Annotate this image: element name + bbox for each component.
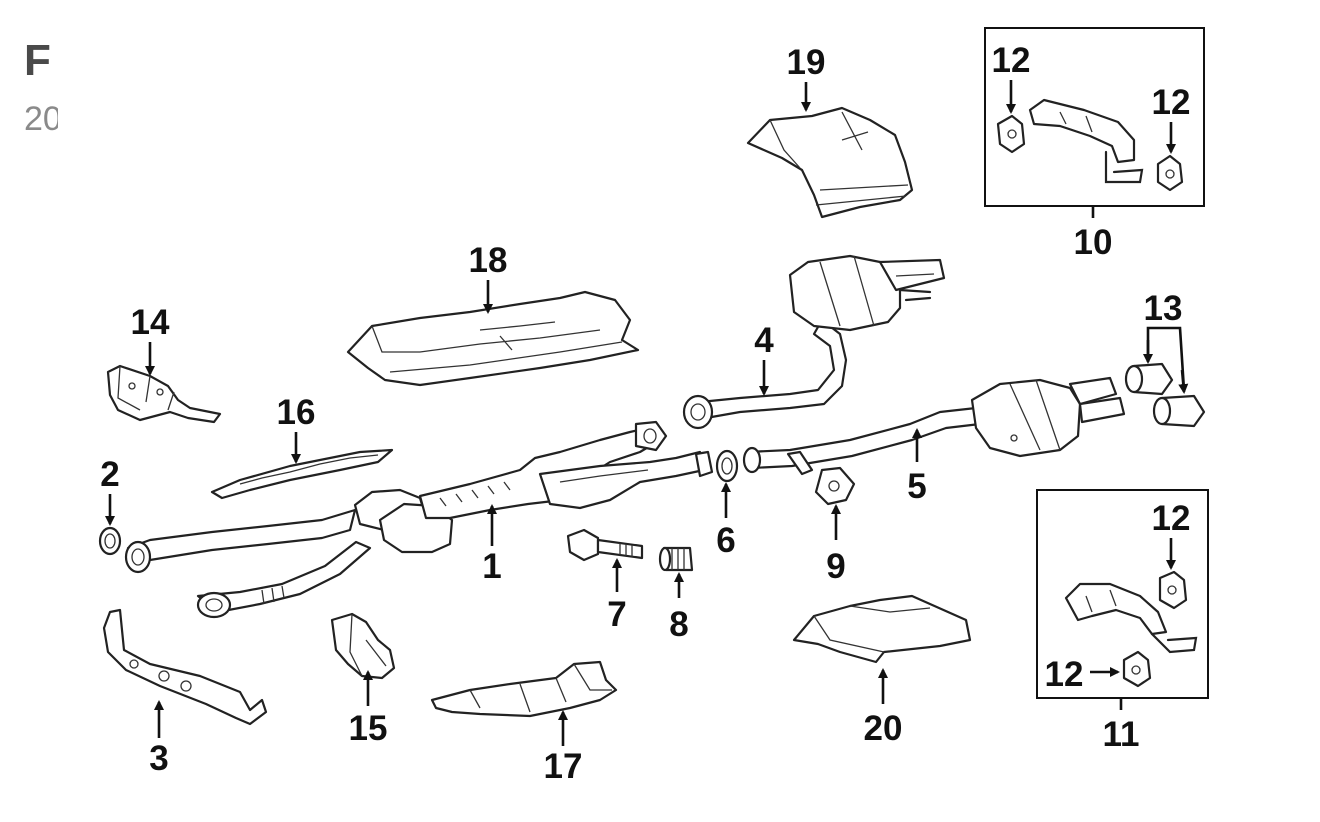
callout-3: 3 [149, 739, 168, 778]
part-2-gasket [98, 526, 122, 556]
callout-5: 5 [907, 467, 926, 506]
callout-7: 7 [607, 595, 626, 634]
page-subtitle: 20 [24, 100, 58, 138]
callout-labels: 19 18 14 16 2 1 3 15 17 4 6 5 7 8 9 20 1… [100, 41, 1190, 786]
part-12-insulator-c [1158, 570, 1188, 610]
page-title: F [24, 36, 51, 85]
callout-12a: 12 [992, 41, 1031, 80]
page-title-clipped: F 20 [24, 32, 58, 162]
callout-8: 8 [669, 605, 688, 644]
callout-1: 1 [482, 547, 501, 586]
part-11-bracket [1064, 582, 1198, 654]
part-5-tail-pipe-lower [742, 376, 1126, 476]
part-8-spring [658, 546, 694, 572]
callout-6: 6 [716, 521, 735, 560]
callout-17: 17 [544, 747, 583, 786]
callout-2: 2 [100, 455, 119, 494]
part-19-heat-shield [746, 106, 914, 219]
callout-12b: 12 [1152, 83, 1191, 122]
callout-11: 11 [1103, 715, 1140, 754]
part-12-insulator-d [1122, 650, 1152, 688]
callout-15: 15 [349, 709, 388, 748]
callout-13: 13 [1144, 289, 1183, 328]
callout-14: 14 [131, 303, 170, 342]
callout-19: 19 [787, 43, 826, 82]
part-4-tail-pipe-upper [682, 254, 946, 430]
part-20-heat-shield [792, 594, 972, 664]
part-1-front-exhaust-pipe [124, 420, 714, 619]
part-10-bracket [1028, 98, 1144, 184]
callout-9: 9 [826, 547, 845, 586]
assembly-box-10 [984, 27, 1205, 207]
callout-4: 4 [754, 321, 774, 360]
part-14-heat-insulator [106, 364, 222, 424]
callout-10: 10 [1074, 223, 1113, 262]
callout-20: 20 [864, 709, 903, 748]
part-17-heat-shield [430, 660, 618, 718]
callout-18: 18 [469, 241, 508, 280]
part-12-insulator-a [996, 114, 1026, 154]
part-9-hanger [814, 466, 856, 506]
assembly-box-11 [1036, 489, 1209, 699]
part-15-heat-insulator [330, 612, 396, 680]
part-7-bolt [566, 528, 644, 562]
part-18-heat-shield [346, 290, 640, 387]
callout-16: 16 [277, 393, 316, 432]
callout-12d: 12 [1045, 655, 1084, 694]
part-12-insulator-b [1156, 154, 1184, 192]
leader-13-arrow-b [1178, 369, 1189, 394]
part-16-heat-shield [210, 448, 394, 500]
part-13-tail-tips [1124, 362, 1206, 428]
leader-lines [105, 80, 1189, 746]
callout-12c: 12 [1152, 499, 1191, 538]
part-3-bracket [102, 608, 268, 726]
part-6-gasket [715, 449, 739, 483]
